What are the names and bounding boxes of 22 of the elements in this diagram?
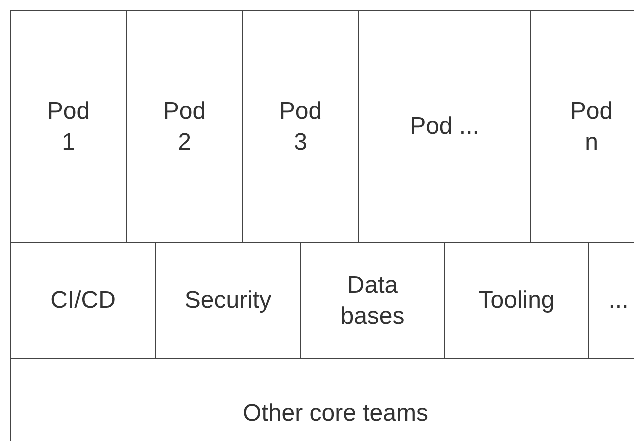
team-cell <box>530 10 634 244</box>
cell-label: Security <box>184 286 273 316</box>
cell-label: Pod ... <box>409 112 480 142</box>
cell-label: Tooling <box>478 286 556 316</box>
team-cell <box>10 242 156 360</box>
team-cell <box>10 358 634 441</box>
cell-label: Data bases <box>340 270 406 332</box>
cell-label: Pod 1 <box>46 96 92 158</box>
cell-label: CI/CD <box>50 286 117 316</box>
team-cell <box>155 242 302 360</box>
team-cell <box>444 242 590 360</box>
team-cell <box>242 10 360 244</box>
cell-label: Pod n <box>569 96 614 158</box>
cell-label: Pod 3 <box>278 96 324 158</box>
cell-label: Pod 2 <box>162 96 208 158</box>
cell-label: ... <box>608 286 630 316</box>
team-cell <box>588 242 634 360</box>
team-cell <box>300 242 446 360</box>
team-cell <box>358 10 532 244</box>
team-cell <box>126 10 244 244</box>
team-cell <box>10 10 128 244</box>
cell-label: Other core teams <box>242 399 430 430</box>
